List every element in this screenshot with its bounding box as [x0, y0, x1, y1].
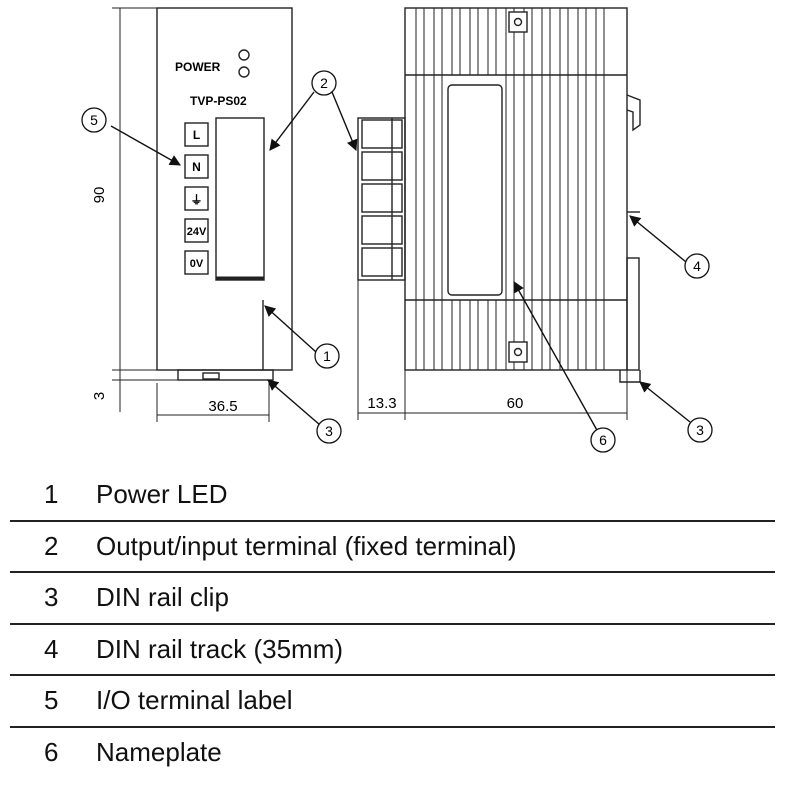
side-din-clip — [619, 370, 641, 383]
callout-3-circle-side — [687, 417, 713, 443]
power-label: POWER — [175, 60, 221, 74]
legend-number: 4 — [44, 633, 59, 664]
legend-number: 1 — [44, 479, 59, 509]
legend-number: 5 — [44, 685, 59, 715]
terminal-label-24v: 24V — [187, 226, 207, 238]
model-label: TVP-PS02 — [190, 94, 247, 108]
din-rail-track — [626, 257, 640, 371]
legend-number: 3 — [44, 582, 59, 612]
callout-4-circle — [684, 253, 710, 279]
legend-row: 4 DIN rail track (35mm) — [10, 625, 775, 676]
callout-4: 4 — [693, 258, 701, 274]
callout-lines — [110, 91, 691, 433]
bottom-screw-icon — [513, 347, 523, 357]
callout-3-side: 3 — [696, 422, 704, 438]
top-hook — [626, 94, 641, 132]
legend-text: Output/input terminal (fixed terminal) — [96, 530, 517, 561]
callout-markers — [81, 70, 713, 453]
dim-depth-value: 60 — [507, 395, 524, 412]
legend-number: 6 — [44, 736, 59, 767]
terminal-cover — [215, 117, 265, 281]
dim-clip — [112, 370, 178, 412]
legend-text: DIN rail clip — [96, 582, 229, 612]
dim-terminal-depth-value: 13.3 — [367, 395, 396, 412]
terminal-labels: L N ⏚ 24V 0V — [187, 128, 207, 270]
side-view — [357, 7, 641, 383]
top-screw-icon — [513, 17, 523, 27]
power-led-icon — [238, 49, 250, 61]
dim-clip-value: 3 — [91, 392, 108, 400]
technical-drawing: POWER TVP-PS02 L N ⏚ 24V 0V 90 3 36.5 — [81, 7, 713, 453]
callout-2-circle — [311, 70, 337, 96]
dim-height — [112, 7, 178, 371]
callout-1-circle — [314, 343, 340, 369]
terminal-label-0v: 0V — [190, 258, 204, 270]
callout-1: 1 — [323, 348, 331, 364]
legend-row: 1 Power LED — [10, 470, 775, 522]
terminal-label-ground: ⏚ — [190, 193, 202, 207]
legend-table: 1 Power LED 2 Output/input terminal (fix… — [10, 470, 775, 777]
nameplate — [447, 84, 503, 296]
front-view — [156, 7, 293, 381]
legend-text: Power LED — [96, 479, 228, 509]
legend-text: DIN rail track (35mm) — [96, 633, 344, 664]
legend-row: 6 Nameplate — [10, 728, 775, 778]
front-din-clip — [177, 369, 274, 381]
dim-depth — [357, 280, 628, 420]
callout-5: 5 — [90, 112, 98, 128]
dim-width-value: 36.5 — [208, 398, 237, 415]
power-led-2-icon — [238, 66, 250, 78]
legend-row: 2 Output/input terminal (fixed terminal) — [10, 522, 775, 573]
legend-text: I/O terminal label — [96, 685, 293, 715]
side-housing — [404, 7, 628, 371]
legend-row: 5 I/O terminal label — [10, 676, 775, 728]
legend-number: 2 — [44, 530, 59, 561]
legend-text: Nameplate — [96, 736, 222, 767]
terminal-label-l: L — [193, 128, 200, 142]
callout-3-front: 3 — [325, 423, 333, 439]
callout-5-circle — [81, 107, 107, 133]
callout-6: 6 — [599, 432, 607, 448]
callout-2: 2 — [320, 75, 328, 91]
terminal-block — [357, 117, 406, 281]
legend-row: 3 DIN rail clip — [10, 573, 775, 625]
callout-3-circle-front — [316, 418, 342, 444]
dim-height-value: 90 — [91, 187, 108, 204]
callout-6-circle — [590, 427, 616, 453]
terminal-label-n: N — [192, 160, 201, 174]
